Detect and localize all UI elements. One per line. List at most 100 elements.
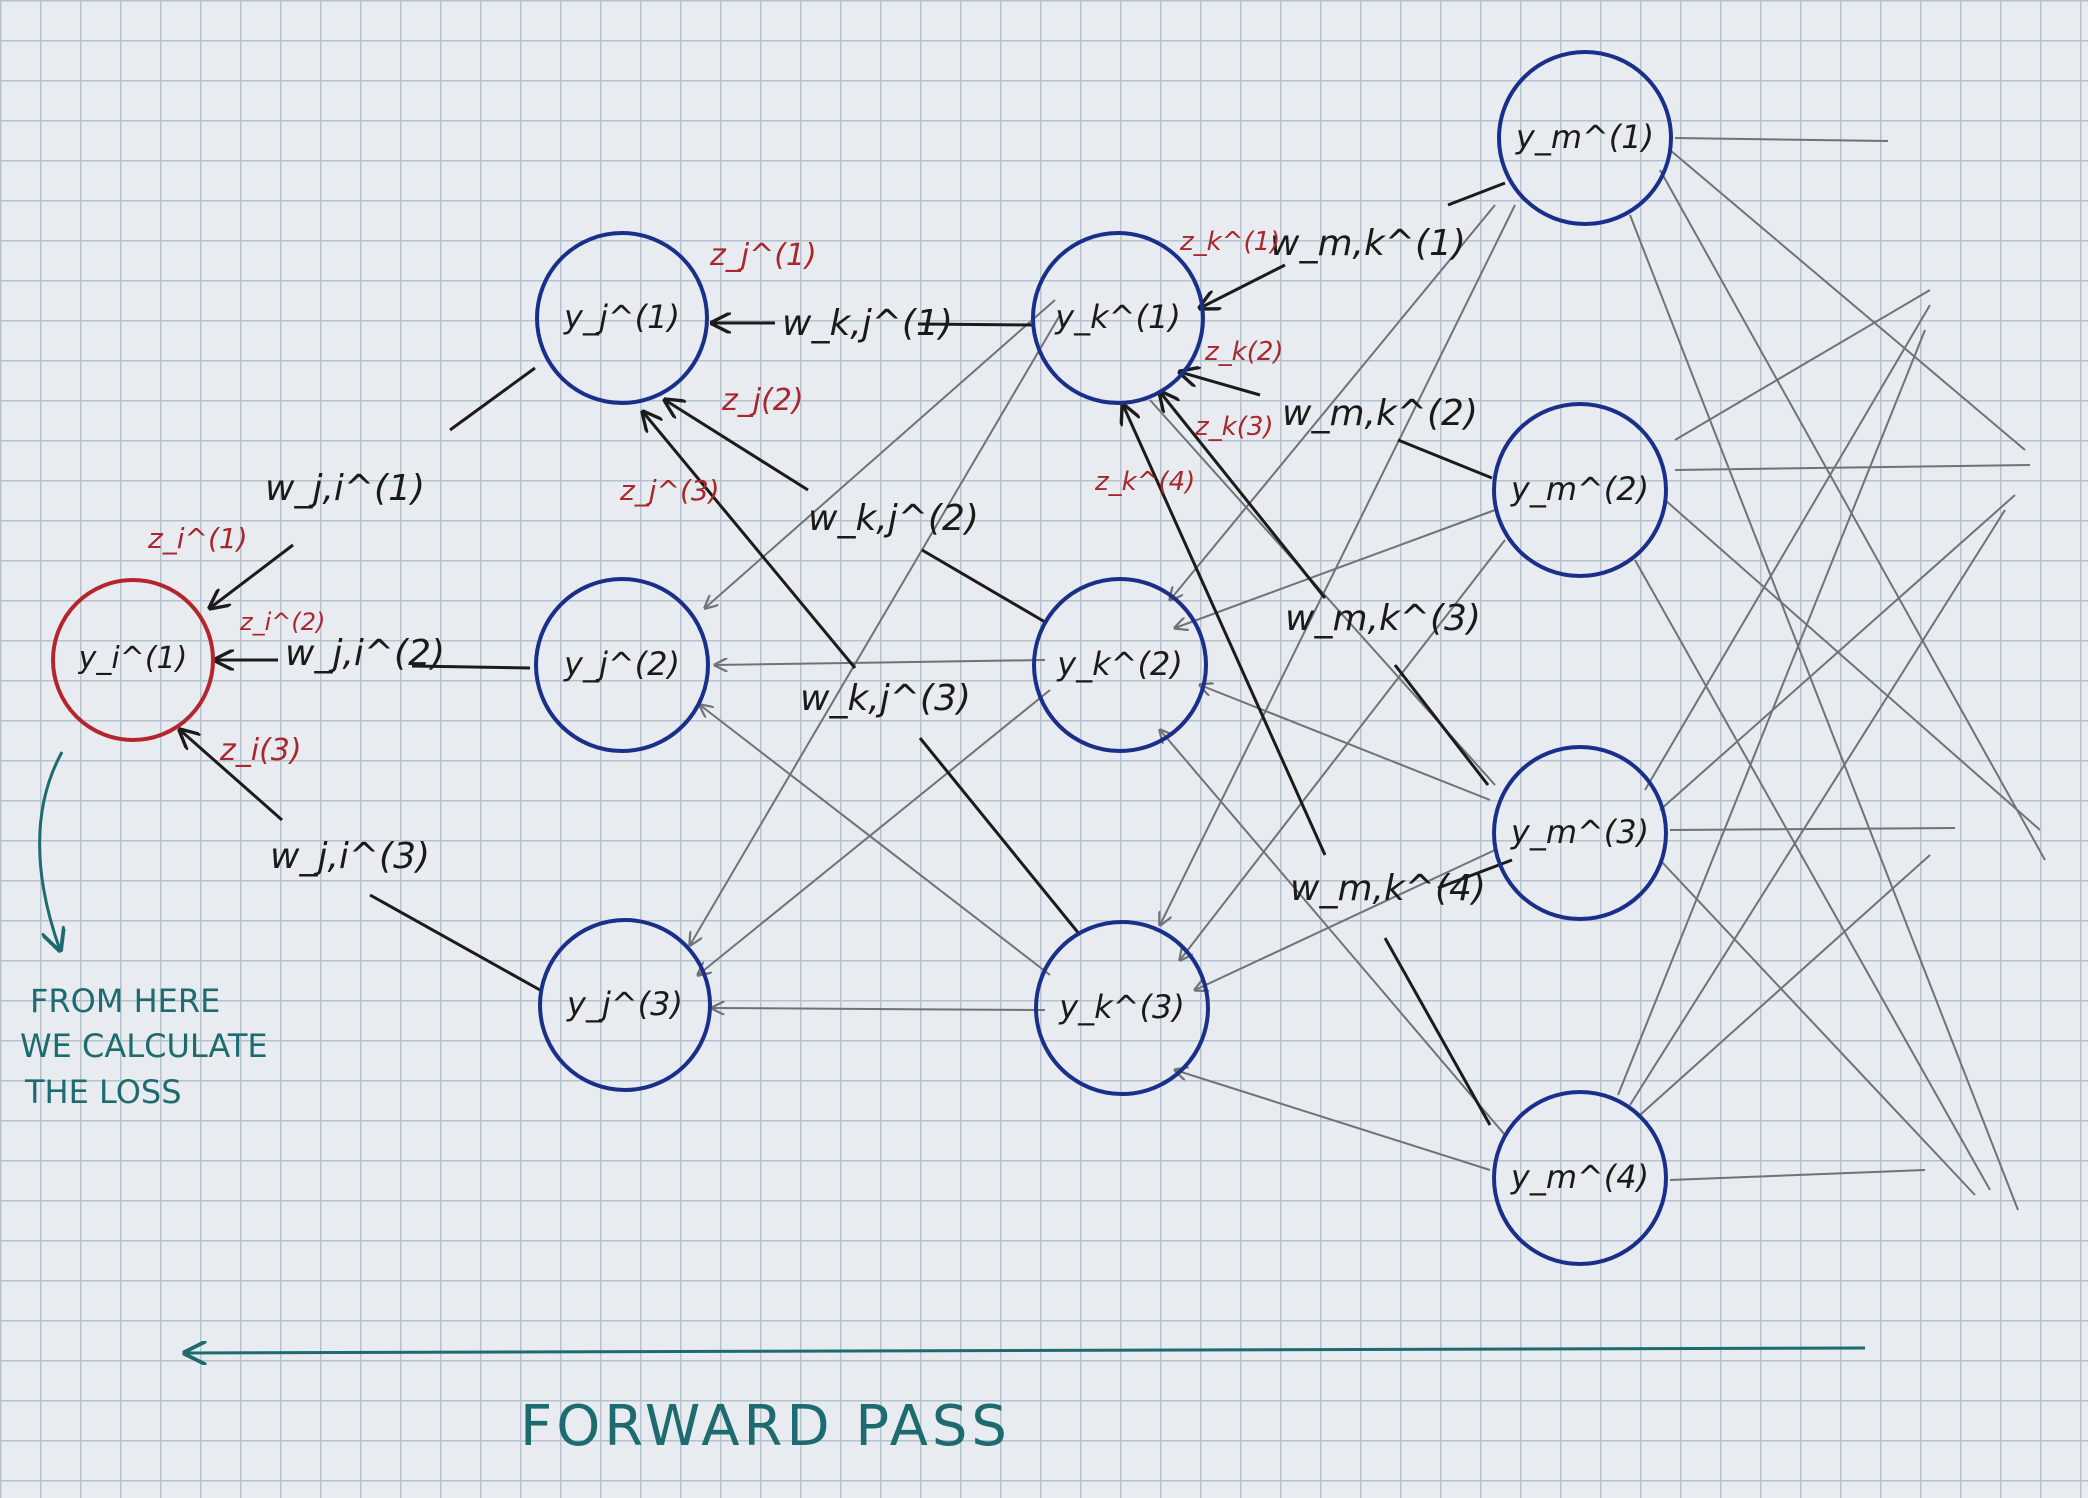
neuron-j2-label: y_j^(2) [563,645,680,683]
forward-pass: FORWARD PASS [185,1348,1866,1459]
edge-k1-j2 [705,299,1056,608]
neuron-m1 [1497,50,1673,226]
edge-right-m2b [1674,464,2031,471]
layer-k: y_k^(1) y_k^(2) y_k^(3) [1031,231,1210,1096]
edge-right-m4b [1629,509,2006,1106]
z-label-zi3: z_i(3) [219,733,302,768]
z-label-zj3: z_j^(3) [619,474,720,507]
neuron-m3-label: y_m^(3) [1510,813,1649,851]
weight-labels: w_j,i^(1) w_j,i^(2) w_j,i^(3) w_k,j^(1) … [265,223,1486,909]
edge-m4-k1-tail [1383,937,1492,1126]
neuron-j3-label: y_j^(3) [566,985,683,1023]
weight-label-wji2: w_j,i^(2) [285,633,445,674]
z-label-zi1: z_i^(1) [147,522,248,555]
edge-k2-j2 [715,660,1046,665]
edge-j2-i1 [411,664,531,670]
weight-label-wji1: w_j,i^(1) [265,468,425,509]
edge-k2-j1-arrow [665,400,809,492]
edge-right-m1d [1629,214,2019,1211]
edge-k2-j3 [698,689,1051,975]
weight-label-wmk1: w_m,k^(1) [1270,223,1466,264]
edge-right-m2d [1634,559,1991,1191]
edge-m2-k1-arrow [1180,372,1261,397]
edge-m1-k1 [1447,181,1506,207]
weight-label-wmk4: w_m,k^(4) [1290,868,1486,909]
loss-note-line2: WE CALCULATE [20,1027,268,1065]
z-label-zk3: z_k(3) [1194,412,1274,442]
edge-right-m3a [1644,304,1931,791]
edge-right-m1b [1669,149,2026,451]
z-label-zj2: z_j(2) [721,383,804,418]
weight-label-wmk3: w_m,k^(3) [1285,598,1481,639]
edge-m2-k3 [1180,539,1506,960]
neuron-j2 [534,577,710,753]
edge-right-m3c [1669,827,1956,831]
neuron-i1-label: y_i^(1) [78,641,188,676]
forward-pass-arrow [185,1348,1866,1353]
edge-m1-k3 [1160,204,1516,925]
edge-k3-j2 [700,705,1051,976]
edge-m1-k1-arrow [1200,263,1286,308]
loss-note-line1: FROM HERE [30,982,220,1020]
edge-right-m4d [1669,1169,1926,1181]
neuron-m4-label: y_m^(4) [1510,1158,1649,1196]
loss-note-line3: THE LOSS [24,1073,182,1111]
edge-m3-k1-tail [1393,664,1490,786]
neuron-i1 [51,578,215,742]
neuron-k2 [1032,577,1208,753]
neuron-m3 [1492,745,1668,921]
neuron-k1-label: y_k^(1) [1054,298,1181,336]
edge-m3-k2 [1200,685,1491,801]
neuron-k1 [1031,231,1205,405]
neuron-m1-label: y_m^(1) [1515,118,1654,156]
edge-m3-k3 [1195,849,1496,990]
forward-pass-label: FORWARD PASS [520,1394,1011,1459]
edge-right-m3b [1659,494,2016,811]
edge-right-m3d [1659,859,1976,1196]
edge-m4-k1-arrow [1123,405,1327,856]
edge-k1-j1 [917,322,1036,327]
weight-label-wkj2: w_k,j^(2) [808,498,979,539]
edge-j1-i1-arrow [210,543,294,608]
neuron-j3 [538,918,712,1092]
edge-m3-k1-arrow [1160,392,1327,599]
edge-m1-k2 [1170,204,1496,600]
neuron-m2-label: y_m^(2) [1510,470,1649,508]
neuron-k3-label: y_k^(3) [1058,988,1185,1026]
edge-m4-k3 [1175,1070,1491,1171]
z-label-zk2: z_k(2) [1204,337,1284,367]
layer-i: y_i^(1) [51,578,215,742]
loss-note: FROM HERE WE CALCULATE THE LOSS [20,751,268,1111]
loss-note-curved-arrow [38,751,62,950]
z-label-zk1: z_k^(1) [1179,227,1280,257]
neuron-j1-label: y_j^(1) [563,298,680,336]
weight-label-wkj1: w_k,j^(1) [782,303,953,344]
z-label-zk4: z_k^(4) [1094,467,1195,497]
edge-m2-k2 [1175,509,1496,628]
z-labels: z_i^(1) z_i^(2) z_i(3) z_j^(1) z_j(2) z_… [147,227,1284,768]
edge-k3-j3 [712,1008,1046,1010]
neuron-m2 [1492,402,1668,578]
edge-right-m4a [1617,329,1926,1096]
weight-label-wji3: w_j,i^(3) [270,836,430,877]
edge-k1-j3 [690,314,1061,945]
edge-j3-i1 [369,893,541,992]
gray-edges [690,137,2046,1211]
z-label-zi2: z_i^(2) [239,608,325,636]
edge-k2-j1-tail [921,548,1046,624]
edge-k3-j1-arrow [643,412,857,669]
layer-j: y_j^(1) y_j^(2) y_j^(3) [534,231,712,1092]
neuron-m4 [1492,1090,1668,1266]
neuron-j1 [535,231,709,405]
neuron-k2-label: y_k^(2) [1056,645,1183,683]
neuron-k3 [1034,920,1210,1096]
edge-right-m1c [1659,169,2046,861]
edge-right-m1 [1674,137,1889,142]
edge-j1-i1 [449,366,536,432]
weight-label-wmk2: w_m,k^(2) [1282,393,1478,434]
edge-right-m2c [1664,499,2041,831]
edge-right-m4c [1639,854,1931,1116]
layer-m: y_m^(1) y_m^(2) y_m^(3) y_m^(4) [1492,50,1673,1266]
z-label-zj1: z_j^(1) [709,238,817,273]
